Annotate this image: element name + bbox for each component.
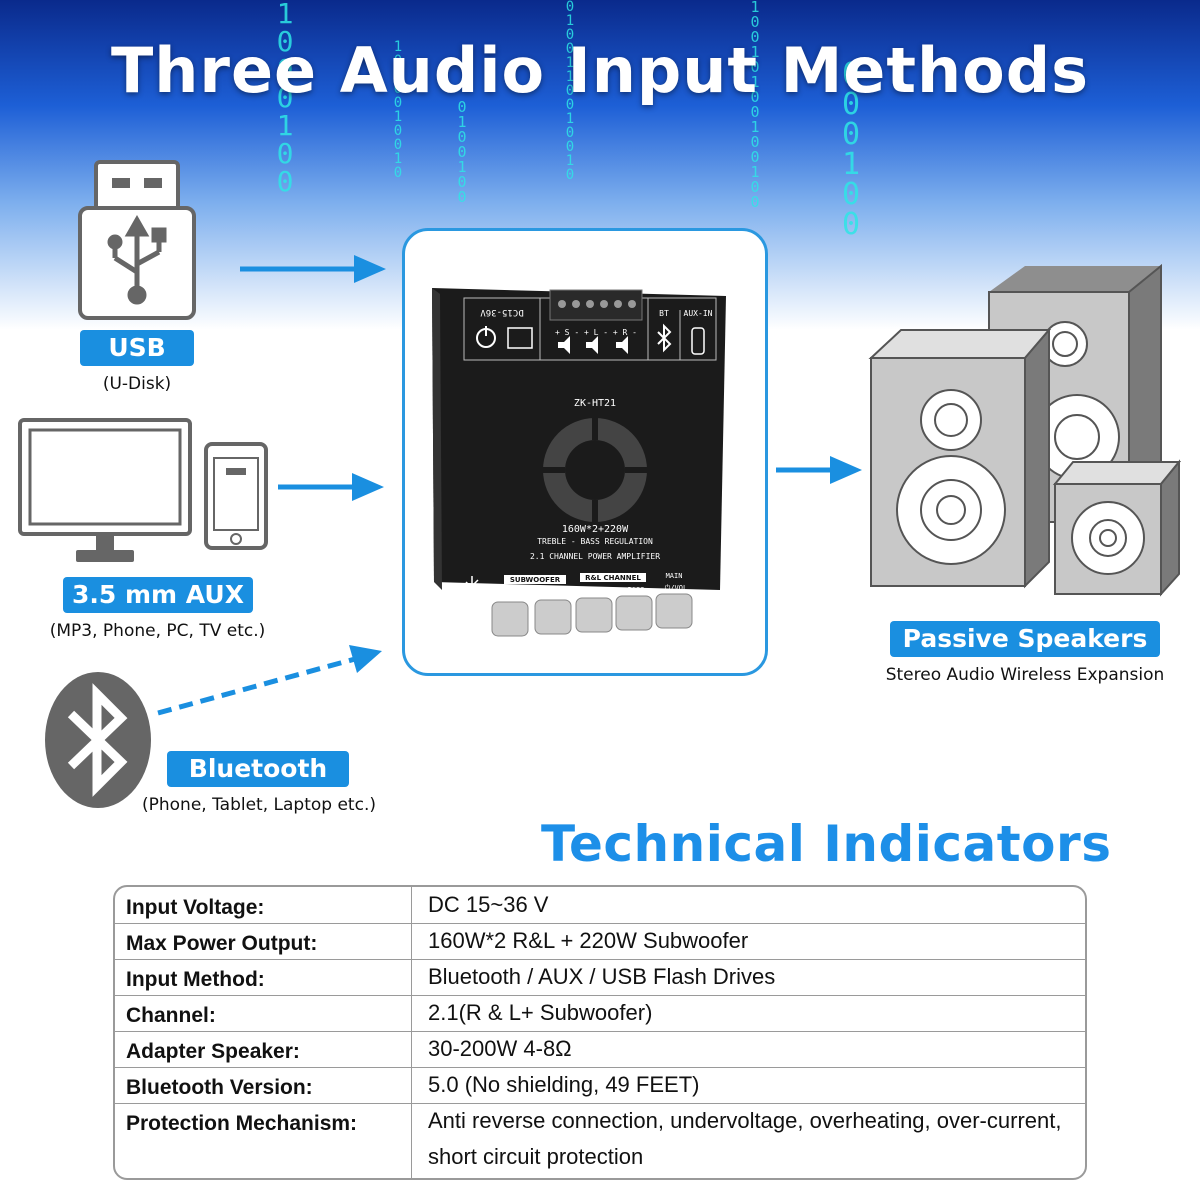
spec-row: Max Power Output: 160W*2 R&L + 220W Subw… bbox=[115, 923, 1085, 960]
channel-spec: 2.1 CHANNEL POWER AMPLIFIER bbox=[530, 552, 660, 561]
spec-value: 160W*2 R&L + 220W Subwoofer bbox=[428, 928, 749, 953]
aux-in-label: AUX-IN bbox=[684, 309, 713, 318]
power-spec: 160W*2+220W bbox=[562, 524, 629, 535]
speakers-badge: Passive Speakers bbox=[890, 621, 1160, 657]
knob-label-volume: VOLUME bbox=[541, 589, 566, 597]
binary-column: 0 1 0 0 1 0 0 bbox=[457, 98, 467, 206]
spec-row: Bluetooth Version: 5.0 (No shielding, 49… bbox=[115, 1067, 1085, 1104]
amplifier-board: DC15-36V + S - + L - + R - BT AUX-IN ZK-… bbox=[432, 288, 726, 637]
spec-label: Channel: bbox=[126, 1004, 216, 1027]
spec-label: Input Method: bbox=[126, 968, 265, 991]
spec-value: 30-200W 4-8Ω bbox=[428, 1036, 572, 1061]
binary-column: 1 0 0 1 0 1 0 0 1 0 0 1 0 0 bbox=[750, 0, 760, 211]
aux-arrow-head bbox=[352, 473, 384, 501]
bt-label: BT bbox=[659, 309, 669, 318]
model-label: ZK-HT21 bbox=[574, 398, 616, 409]
spec-table: Input Voltage: DC 15~36 V Max Power Outp… bbox=[113, 885, 1087, 1180]
aux-jack-icon bbox=[691, 327, 705, 355]
spec-label: Input Voltage: bbox=[126, 896, 265, 919]
aux-caption: (MP3, Phone, PC, TV etc.) bbox=[49, 621, 266, 641]
usb-arrow-head bbox=[354, 255, 386, 283]
spec-value: DC 15~36 V bbox=[428, 892, 549, 917]
dc-label: DC15-36V bbox=[480, 307, 524, 317]
main-group-label: MAIN bbox=[666, 572, 683, 580]
spec-value: 2.1(R & L+ Subwoofer) bbox=[428, 1000, 653, 1025]
regulation-spec: TREBLE - BASS REGULATION bbox=[537, 537, 653, 546]
input-arrows bbox=[157, 255, 862, 716]
subwoofer-group-label: SUBWOOFER bbox=[510, 576, 561, 584]
spec-label: Bluetooth Version: bbox=[126, 1076, 313, 1099]
tech-title: Technical Indicators bbox=[541, 815, 1112, 873]
spec-row: Protection Mechanism: Anti reverse conne… bbox=[115, 1103, 1085, 1178]
speakers-caption: Stereo Audio Wireless Expansion bbox=[885, 665, 1165, 685]
spec-value: Anti reverse connection, undervoltage, o… bbox=[428, 1108, 1062, 1169]
spec-row: Adapter Speaker: 30-200W 4-8Ω bbox=[115, 1031, 1085, 1068]
knob-label-freq: FREQ bbox=[504, 591, 521, 599]
usb-badge: USB bbox=[80, 330, 194, 366]
knob-label-treble: TREBLE bbox=[583, 588, 608, 596]
rl-group-label: R&L CHANNEL bbox=[585, 574, 641, 582]
page-title: Three Audio Input Methods bbox=[111, 34, 1089, 107]
dc-jack-icon bbox=[507, 327, 533, 349]
speaker-terminal-icons bbox=[558, 336, 628, 354]
spec-row: Input Method: Bluetooth / AUX / USB Flas… bbox=[115, 959, 1085, 996]
spec-label: Adapter Speaker: bbox=[126, 1040, 300, 1063]
usb-caption: (U-Disk) bbox=[102, 374, 172, 394]
bluetooth-arrow bbox=[157, 656, 356, 716]
bt-symbol-icon bbox=[657, 323, 672, 353]
spec-value: Bluetooth / AUX / USB Flash Drives bbox=[428, 964, 776, 989]
spec-label: Protection Mechanism: bbox=[126, 1112, 358, 1135]
control-knobs bbox=[491, 593, 693, 637]
terminal-label: + S - + L - + R - bbox=[555, 328, 637, 337]
spec-row: Input Voltage: DC 15~36 V bbox=[115, 887, 1085, 924]
binary-column: 0 1 0 0 1 1 0 0 1 0 0 1 0 bbox=[565, 0, 575, 183]
spec-row: Channel: 2.1(R & L+ Subwoofer) bbox=[115, 995, 1085, 1032]
spec-label: Max Power Output: bbox=[126, 932, 318, 955]
spec-column-divider bbox=[411, 887, 412, 1178]
knob-label-main: ⏻/VOL bbox=[665, 584, 687, 592]
spec-value: 5.0 (No shielding, 49 FEET) bbox=[428, 1072, 700, 1097]
bluetooth-caption: (Phone, Tablet, Laptop etc.) bbox=[142, 795, 376, 815]
aux-badge: 3.5 mm AUX bbox=[63, 577, 253, 613]
speakers-icon bbox=[868, 263, 1182, 597]
output-arrow-head bbox=[830, 456, 862, 484]
binary-column: 0 0 0 1 0 0 bbox=[841, 57, 861, 242]
usb-icon bbox=[78, 160, 196, 320]
knob-label-bass: BASS bbox=[628, 586, 645, 594]
monitor-phone-icon bbox=[18, 418, 268, 562]
bluetooth-badge: Bluetooth bbox=[167, 751, 349, 787]
bluetooth-icon bbox=[45, 672, 151, 808]
board-usb-icon bbox=[465, 576, 479, 596]
binary-column: 1 0 1 0 0 1 0 0 1 0 bbox=[393, 39, 403, 181]
bluetooth-arrow-head bbox=[349, 645, 382, 673]
binary-column: 1 0 0 0 1 0 0 bbox=[276, 0, 294, 198]
